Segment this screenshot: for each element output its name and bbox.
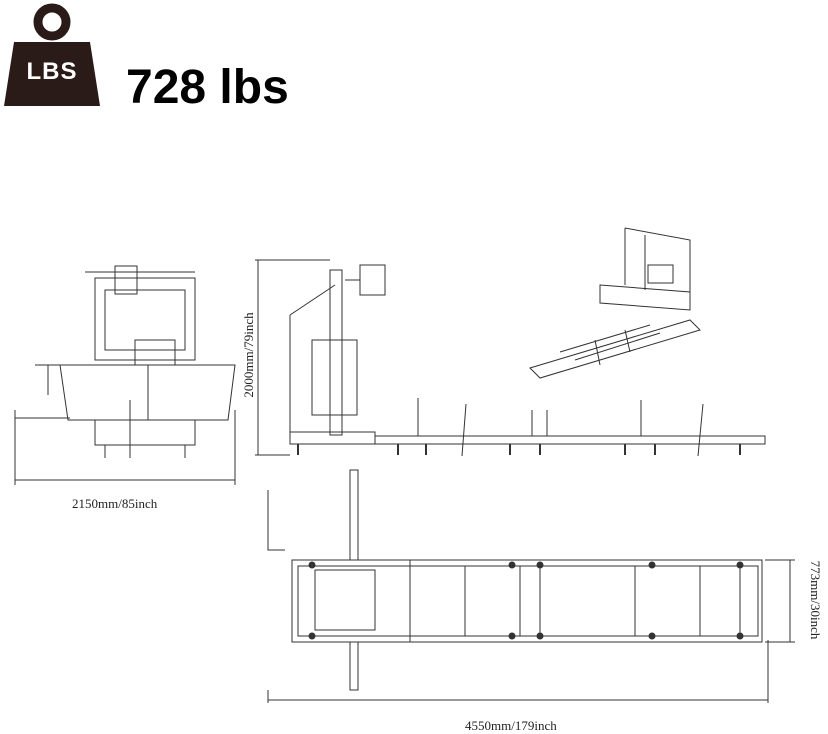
side-height-dimension: 2000mm/79inch [241, 312, 256, 398]
top-view [267, 469, 795, 703]
weight-icon-label: LBS [26, 58, 78, 85]
weight-icon [4, 3, 100, 106]
top-length-dimension: 4550mm/179inch [465, 718, 557, 733]
front-view [14, 265, 236, 485]
top-width-dimension: 773mm/30inch [808, 560, 823, 640]
side-view [255, 259, 766, 457]
weight-value: 728 lbs [126, 61, 289, 114]
front-width-dimension: 2150mm/85inch [72, 496, 158, 511]
isometric-view [529, 227, 701, 379]
